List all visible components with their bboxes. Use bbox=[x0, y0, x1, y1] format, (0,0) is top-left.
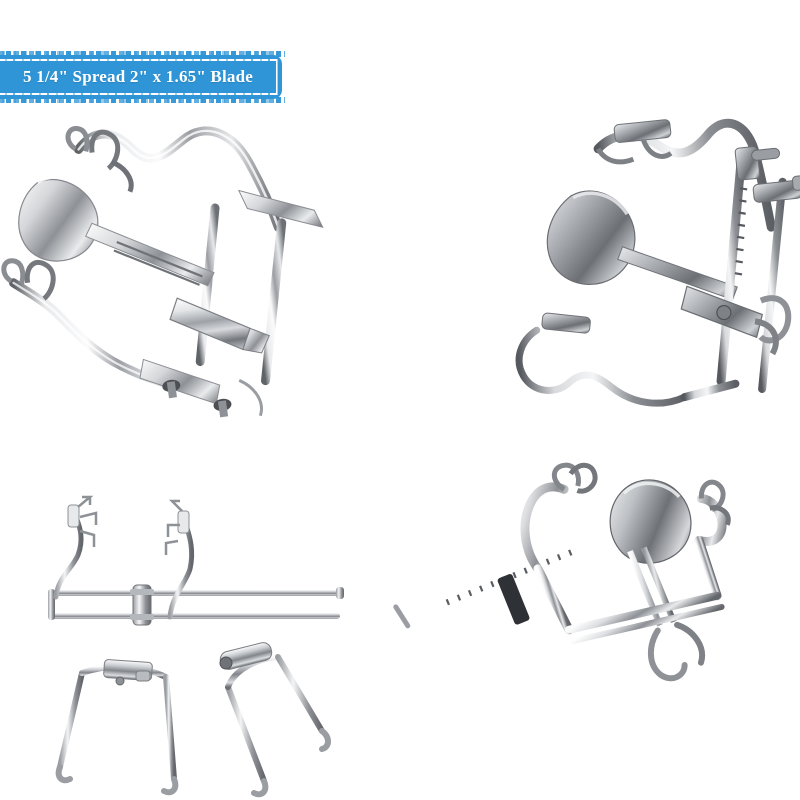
product-label-text: 5 1/4" Spread 2" x 1.65" Blade bbox=[23, 67, 253, 86]
instrument-image-extra-large-retractor-frame bbox=[20, 485, 390, 798]
instrument-image-balfour-retractor-center-blade bbox=[0, 100, 390, 430]
instrument-image-balfour-retractor-ratchet-bar bbox=[460, 100, 800, 430]
instrument-image-balfour-ratchet-bar-center-blade bbox=[393, 460, 795, 800]
product-cell-bottom-left[interactable]: Extra large 20" bbox=[0, 400, 400, 800]
product-cell-top-right[interactable]: 8 1/2" Spread Ratchet Bar bbox=[400, 0, 800, 407]
product-label-banner-top-left: 5 1/4" Spread 2" x 1.65" Blade bbox=[0, 55, 282, 99]
product-cell-top-left[interactable]: 5 1/4" Spread 2" x 1.65" Blade bbox=[0, 0, 400, 418]
product-cell-bottom-right[interactable]: 14" Spread Ratchet Bar bbox=[393, 400, 800, 800]
